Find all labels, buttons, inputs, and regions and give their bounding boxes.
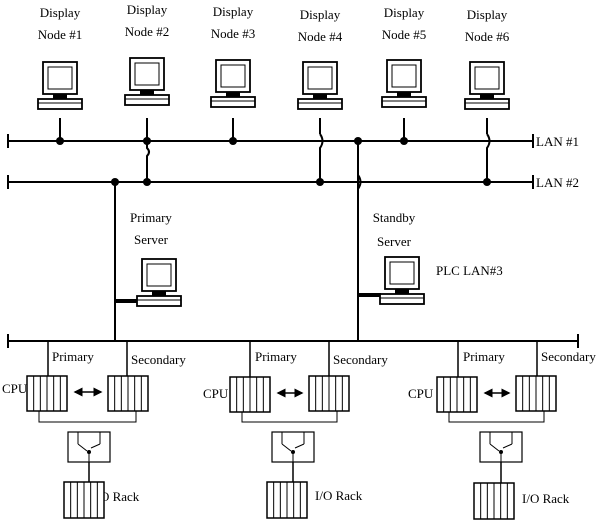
display-node-5-computer-icon (381, 59, 427, 108)
plc-group-2-secondary-label: Secondary (333, 352, 388, 367)
standby-server-computer-icon (379, 256, 425, 305)
plc-group-1: Primary Secondary CPU I/O Rack (2, 349, 186, 504)
plc-group-1-io-rack (63, 481, 105, 519)
plc-group-2-switch (271, 431, 315, 463)
display-node-2-label-line1: Display (127, 2, 168, 17)
plc-group-2-primary-cpu (229, 376, 271, 413)
display-node-3-label-line1: Display (213, 4, 254, 19)
plc-group-1-graphics (26, 341, 149, 519)
plc-group-1-cpu-label: CPU (2, 381, 28, 396)
plc-group-3-io-rack (473, 482, 515, 520)
plc-group-3-secondary-label: Secondary (541, 349, 596, 364)
node-drop-wires (56, 118, 491, 186)
display-node-1-label-line2: Node #1 (38, 27, 82, 42)
node-4-lan2-junction (316, 178, 324, 186)
plc-group-2-graphics (229, 341, 350, 519)
plc-group-2-io-rack-label: I/O Rack (315, 488, 363, 503)
plc-group-3-secondary-cpu (515, 375, 557, 412)
display-node-labels: Display Node #1 Display Node #2 Display … (38, 2, 510, 44)
standby-server: Standby Server (354, 137, 416, 341)
display-node-6-computer-icon (464, 61, 510, 110)
plc-group-3-primary-cpu (436, 376, 478, 413)
lan-1-label: LAN #1 (536, 134, 579, 149)
plc-group-3-control-loop (448, 411, 545, 423)
primary-server-label-line2: Server (134, 232, 169, 247)
plc-group-1-secondary-label: Secondary (131, 352, 186, 367)
lan-1-bus: LAN #1 (7, 134, 579, 149)
plc-group-1-primary-cpu (26, 375, 68, 412)
display-node-2-computer-icon (124, 57, 170, 106)
primary-server-lan2-junction (111, 178, 119, 186)
plc-group-3-switch (479, 431, 523, 463)
plc-group-3-io-rack-label: I/O Rack (522, 491, 570, 506)
display-node-2-label-line2: Node #2 (125, 24, 169, 39)
plc-group-1-control-loop (38, 411, 137, 423)
display-node-6-label-line1: Display (467, 7, 508, 22)
plc-group-3-primary-label: Primary (463, 349, 505, 364)
lan-2-label: LAN #2 (536, 175, 579, 190)
plc-group-2-io-rack (266, 481, 308, 519)
plc-group-1-switch (67, 431, 111, 463)
plc-group-2-cpu-label: CPU (203, 386, 229, 401)
display-node-5-label-line2: Node #5 (382, 27, 426, 42)
display-node-4-label-line1: Display (300, 7, 341, 22)
node-5-lan1-junction (400, 137, 408, 145)
lan-2-bus: LAN #2 (7, 175, 579, 190)
node-2-lan2-junction (143, 178, 151, 186)
plc-group-3-graphics (436, 341, 557, 520)
display-node-4-computer-icon (297, 61, 343, 110)
plc-group-2-secondary-cpu (308, 375, 350, 412)
display-node-3-label-line2: Node #3 (211, 26, 255, 41)
node-3-lan1-junction (229, 137, 237, 145)
display-node-1-computer-icon (37, 61, 83, 110)
plc-lan-3-bus (7, 334, 579, 348)
plc-group-3: Primary Secondary CPU I/O Rack (408, 349, 596, 506)
plc-group-3-cpu-label: CPU (408, 386, 434, 401)
standby-server-label-line1: Standby (373, 210, 416, 225)
node-1-lan1-junction (56, 137, 64, 145)
primary-server-label-line1: Primary (130, 210, 172, 225)
plc-group-2: Primary Secondary CPU I/O Rack (203, 349, 388, 503)
plc-groups: Primary Secondary CPU I/O Rack Primary S… (2, 341, 596, 520)
standby-server-lan1-junction (354, 137, 362, 145)
display-node-1-label-line1: Display (40, 5, 81, 20)
display-node-6-label-line2: Node #6 (465, 29, 510, 44)
display-node-computers (37, 57, 510, 110)
plc-group-1-primary-label: Primary (52, 349, 94, 364)
standby-server-lan2-crossing (357, 174, 362, 190)
plc-group-1-secondary-cpu (107, 375, 149, 412)
primary-server: Primary Server (111, 178, 172, 341)
standby-server-label-line2: Server (377, 234, 412, 249)
primary-server-computer-icon (136, 258, 182, 307)
plc-group-2-control-loop (241, 411, 338, 423)
display-node-5-label-line1: Display (384, 5, 425, 20)
display-node-3-computer-icon (210, 59, 256, 108)
node-6-lan2-junction (483, 178, 491, 186)
plc-group-2-primary-label: Primary (255, 349, 297, 364)
plc-lan-3-label: PLC LAN#3 (436, 263, 503, 278)
display-node-4-label-line2: Node #4 (298, 29, 343, 44)
